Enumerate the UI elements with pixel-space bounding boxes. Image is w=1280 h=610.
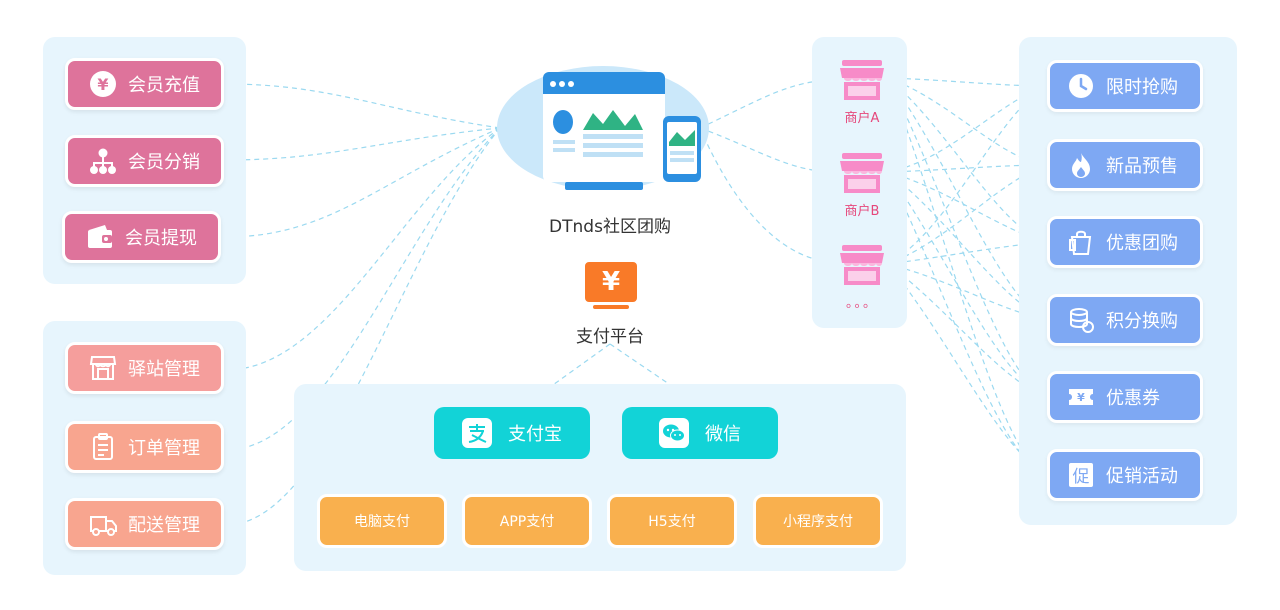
member-recharge-label: 会员充值 [128, 75, 200, 96]
promotion-icon: 促 [1064, 458, 1098, 492]
promotion-button[interactable]: 促 促销活动 [1047, 449, 1203, 501]
payment-platform-label: 支付平台 [576, 327, 644, 347]
merchant-a-label: 商户A [844, 111, 880, 126]
merchant-b-shop-icon [840, 153, 884, 193]
platform-illustration [497, 66, 709, 190]
platform-label: DTnds社区团购 [549, 217, 671, 237]
svg-text:¥: ¥ [97, 75, 108, 94]
station-management-label: 驿站管理 [128, 359, 200, 380]
coupon-icon: ¥ [1064, 380, 1098, 414]
wechat-icon [659, 418, 689, 448]
merchant-more-label: 。。。 [845, 296, 878, 311]
presale-button[interactable]: 新品预售 [1047, 139, 1203, 191]
member-distribution-button[interactable]: 会员分销 [65, 135, 224, 187]
delivery-truck-icon [86, 507, 120, 541]
mini-program-payment-label: 小程序支付 [783, 514, 853, 530]
yuan-icon: ¥ [86, 67, 120, 101]
alipay-label: 支付宝 [508, 424, 562, 445]
station-management-button[interactable]: 驿站管理 [65, 342, 224, 394]
flash-sale-button[interactable]: 限时抢购 [1047, 60, 1203, 112]
alipay-icon [462, 418, 492, 448]
merchant-a-shop-icon [840, 60, 884, 100]
flame-icon [1064, 148, 1098, 182]
org-tree-icon [86, 144, 120, 178]
points-exchange-button[interactable]: 积分换购 [1047, 294, 1203, 346]
group-buy-button[interactable]: 优惠团购 [1047, 216, 1203, 268]
payment-platform-icon: ¥ [585, 262, 637, 312]
yuan-icon: ¥ [585, 262, 637, 302]
svg-text:¥: ¥ [1077, 391, 1085, 404]
pc-payment-label: 电脑支付 [354, 514, 410, 530]
flash-sale-label: 限时抢购 [1106, 77, 1178, 98]
delivery-management-button[interactable]: 配送管理 [65, 498, 224, 550]
coins-icon [1064, 303, 1098, 337]
order-management-label: 订单管理 [128, 438, 200, 459]
clipboard-icon [86, 430, 120, 464]
order-management-button[interactable]: 订单管理 [65, 421, 224, 473]
points-exchange-label: 积分换购 [1106, 311, 1178, 332]
station-icon [86, 351, 120, 385]
group-buy-label: 优惠团购 [1106, 233, 1178, 254]
wallet-icon [83, 220, 117, 254]
coupon-button[interactable]: ¥ 优惠券 [1047, 371, 1203, 423]
app-payment-button[interactable]: APP支付 [462, 494, 592, 548]
merchant-more-shop-icon [840, 245, 884, 285]
mini-program-payment-button[interactable]: 小程序支付 [753, 494, 883, 548]
member-distribution-label: 会员分销 [128, 152, 200, 173]
merchant-b-label: 商户B [844, 204, 880, 219]
member-recharge-button[interactable]: ¥ 会员充值 [65, 58, 224, 110]
svg-text:促: 促 [1073, 467, 1090, 487]
wechat-pay-button[interactable]: 微信 [622, 407, 778, 459]
marketing-panel [1019, 37, 1237, 525]
app-payment-label: APP支付 [499, 514, 555, 530]
h5-payment-button[interactable]: H5支付 [607, 494, 737, 548]
coupon-label: 优惠券 [1106, 388, 1160, 409]
h5-payment-label: H5支付 [648, 514, 696, 530]
member-withdraw-label: 会员提现 [125, 228, 197, 249]
delivery-management-label: 配送管理 [128, 515, 200, 536]
alipay-button[interactable]: 支付宝 [434, 407, 590, 459]
clock-icon [1064, 69, 1098, 103]
member-withdraw-button[interactable]: 会员提现 [62, 211, 221, 263]
promotion-label: 促销活动 [1106, 466, 1178, 487]
presale-label: 新品预售 [1106, 156, 1178, 177]
wechat-pay-label: 微信 [705, 424, 741, 445]
pc-payment-button[interactable]: 电脑支付 [317, 494, 447, 548]
shopping-bag-icon [1064, 225, 1098, 259]
